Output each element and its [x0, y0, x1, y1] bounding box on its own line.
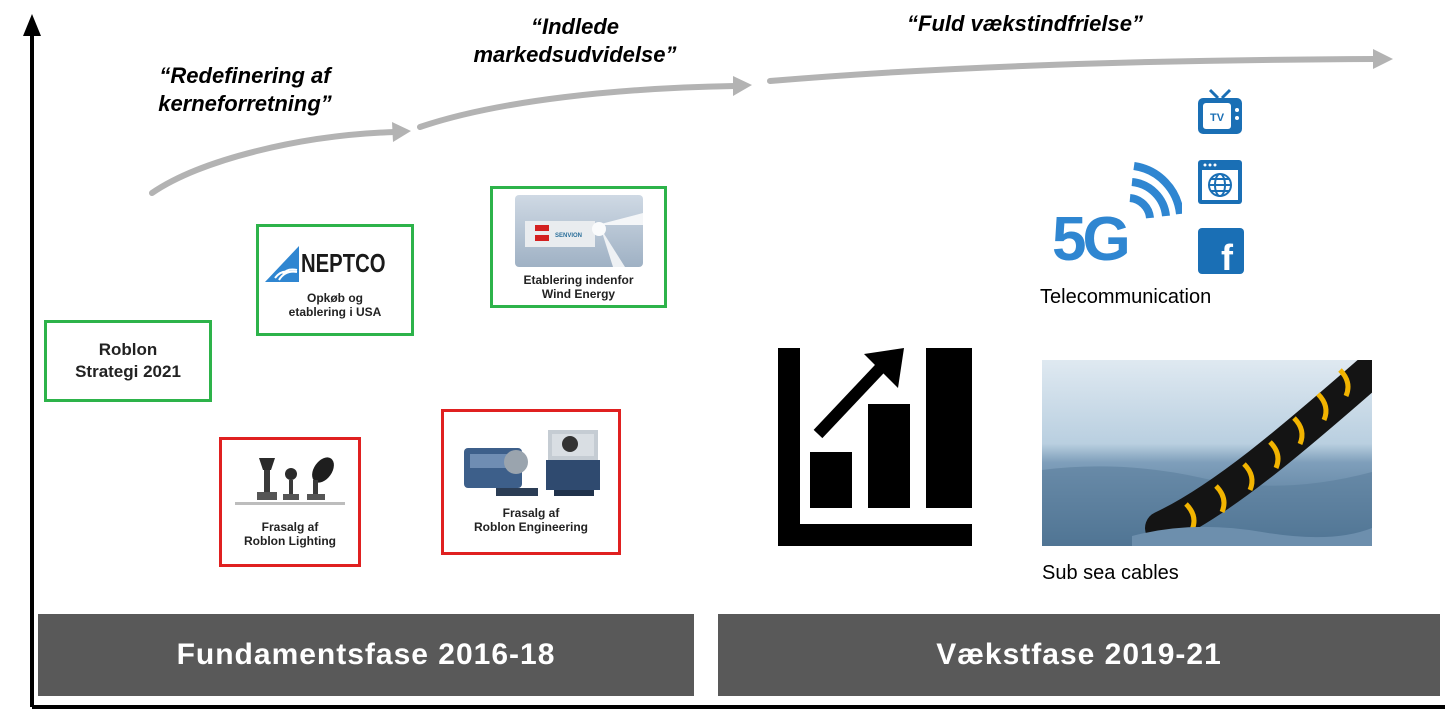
- engineering-machines-image: [464, 430, 600, 496]
- tv-badge: TV: [1210, 112, 1225, 124]
- 5g-wireless-icon: 5G: [1052, 162, 1182, 266]
- facebook-icon: f: [1198, 228, 1244, 274]
- lighting-products-image: [235, 457, 345, 505]
- facebook-letter: f: [1221, 237, 1234, 274]
- phase-heading-line: “Indlede: [530, 14, 619, 39]
- phase-heading-line: “Redefinering af: [159, 63, 331, 88]
- neptco-logo-text: NEPTCO: [300, 247, 386, 278]
- box-caption-line: etablering i USA: [288, 305, 382, 319]
- subsea-label: Sub sea cables: [1042, 562, 1179, 584]
- progression-arrow-3: [767, 56, 1378, 84]
- phase-heading-line: “Fuld vækstindfrielse”: [907, 11, 1143, 36]
- y-axis-arrowhead: [23, 14, 41, 36]
- neptco-logo: NEPTCO: [261, 235, 409, 291]
- 5g-logo-text: 5G: [1052, 205, 1127, 266]
- progression-arrow-2: [417, 83, 738, 130]
- phase-heading-expand: “Indlede markedsudvidelse”: [445, 13, 705, 69]
- phase-heading-line: kerneforretning”: [158, 91, 332, 116]
- box-caption-line: Frasalg af: [502, 506, 560, 520]
- globe-browser-icon: [1198, 160, 1242, 204]
- box-caption-line: Etablering indenfor: [523, 273, 634, 287]
- box-title-line: Strategi 2021: [75, 362, 181, 381]
- phase-bar-foundation: Fundamentsfase 2016-18: [38, 614, 694, 696]
- box-caption-line: Roblon Engineering: [474, 520, 588, 534]
- box-roblon-strategy: Roblon Strategi 2021: [44, 320, 212, 402]
- phase-heading-redefine: “Redefinering af kerneforretning”: [125, 62, 365, 118]
- neptco-logo-icon: [264, 246, 299, 282]
- subsea-cable-image: [1042, 360, 1372, 546]
- box-caption-line: Wind Energy: [541, 287, 616, 301]
- phase-bar-growth: Vækstfase 2019-21: [718, 614, 1440, 696]
- box-caption-line: Roblon Lighting: [244, 534, 336, 548]
- progression-arrowhead-1: [392, 122, 411, 142]
- progression-arrowhead-3: [1373, 49, 1393, 69]
- progression-arrow-1: [149, 129, 398, 196]
- box-wind-energy: SENVION Etablering indenfor Wind Energy: [490, 186, 667, 308]
- box-neptco: NEPTCO Opkøb og etablering i USA: [256, 224, 414, 336]
- box-caption-line: Frasalg af: [261, 520, 319, 534]
- box-title-line: Roblon: [98, 340, 158, 359]
- box-roblon-engineering: Frasalg af Roblon Engineering: [441, 409, 621, 555]
- tv-icon: TV: [1198, 88, 1242, 134]
- phase-heading-line: markedsudvidelse”: [473, 42, 677, 67]
- senvion-brand: SENVION: [555, 233, 582, 239]
- wind-turbine-image: SENVION: [514, 195, 643, 267]
- box-caption-line: Opkøb og: [307, 291, 363, 305]
- box-roblon-lighting: Frasalg af Roblon Lighting: [219, 437, 361, 567]
- growth-chart-icon: [778, 348, 972, 546]
- telecommunication-label: Telecommunication: [1040, 286, 1212, 308]
- progression-arrowhead-2: [733, 76, 752, 96]
- phase-heading-growth: “Fuld vækstindfrielse”: [860, 10, 1190, 38]
